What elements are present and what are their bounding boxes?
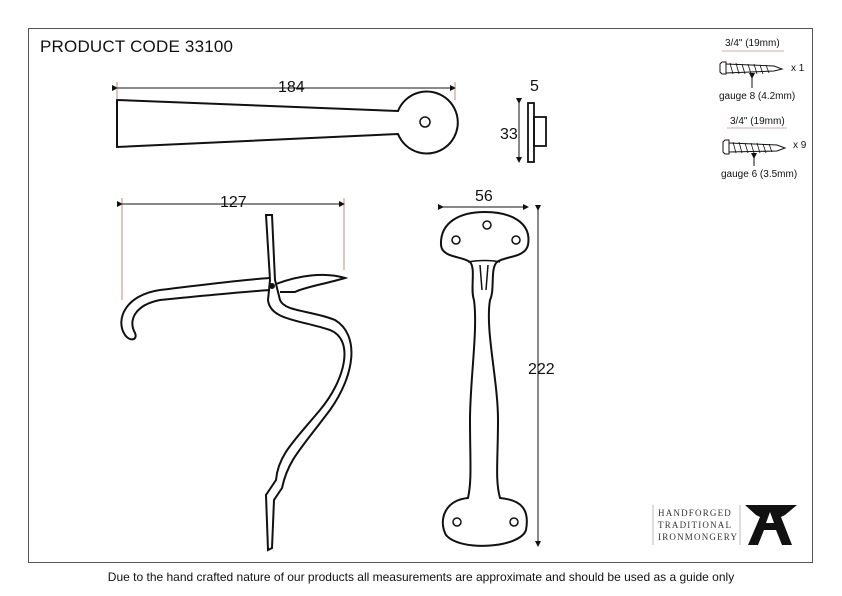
- drawing-frame: [28, 28, 813, 563]
- screw-1-length: 3/4" (19mm): [725, 38, 780, 49]
- dim-handle-width: 56: [475, 188, 493, 205]
- screw-2: [722, 127, 787, 166]
- dim-top-length: 184: [278, 79, 305, 96]
- latch-side-view: [117, 198, 353, 552]
- screw-2-length: 3/4" (19mm): [730, 116, 785, 127]
- screw-1: [719, 50, 784, 88]
- screw-1-qty: x 1: [791, 63, 805, 74]
- product-code-title: PRODUCT CODE 33100: [40, 37, 234, 56]
- logo-line-3: IRONMONGERY: [658, 532, 738, 542]
- dim-thickness: 5: [530, 78, 539, 95]
- disclaimer-footer: Due to the hand crafted nature of our pr…: [107, 570, 735, 584]
- screw-2-gauge: gauge 6 (3.5mm): [721, 169, 797, 180]
- logo-line-1: HANDFORGED: [658, 508, 732, 518]
- dim-latch-length: 127: [220, 194, 247, 211]
- top-view-bar: [112, 82, 459, 155]
- brand-logo: [652, 505, 797, 545]
- handle-front-view: [438, 204, 541, 547]
- screw-1-gauge: gauge 8 (4.2mm): [719, 91, 795, 102]
- screw-2-qty: x 9: [793, 140, 807, 151]
- dim-handle-height: 222: [528, 361, 555, 378]
- dim-height-small: 33: [500, 126, 518, 143]
- logo-line-2: TRADITIONAL: [658, 520, 732, 530]
- anvil-icon: [745, 505, 797, 545]
- side-view-plate: [516, 98, 547, 163]
